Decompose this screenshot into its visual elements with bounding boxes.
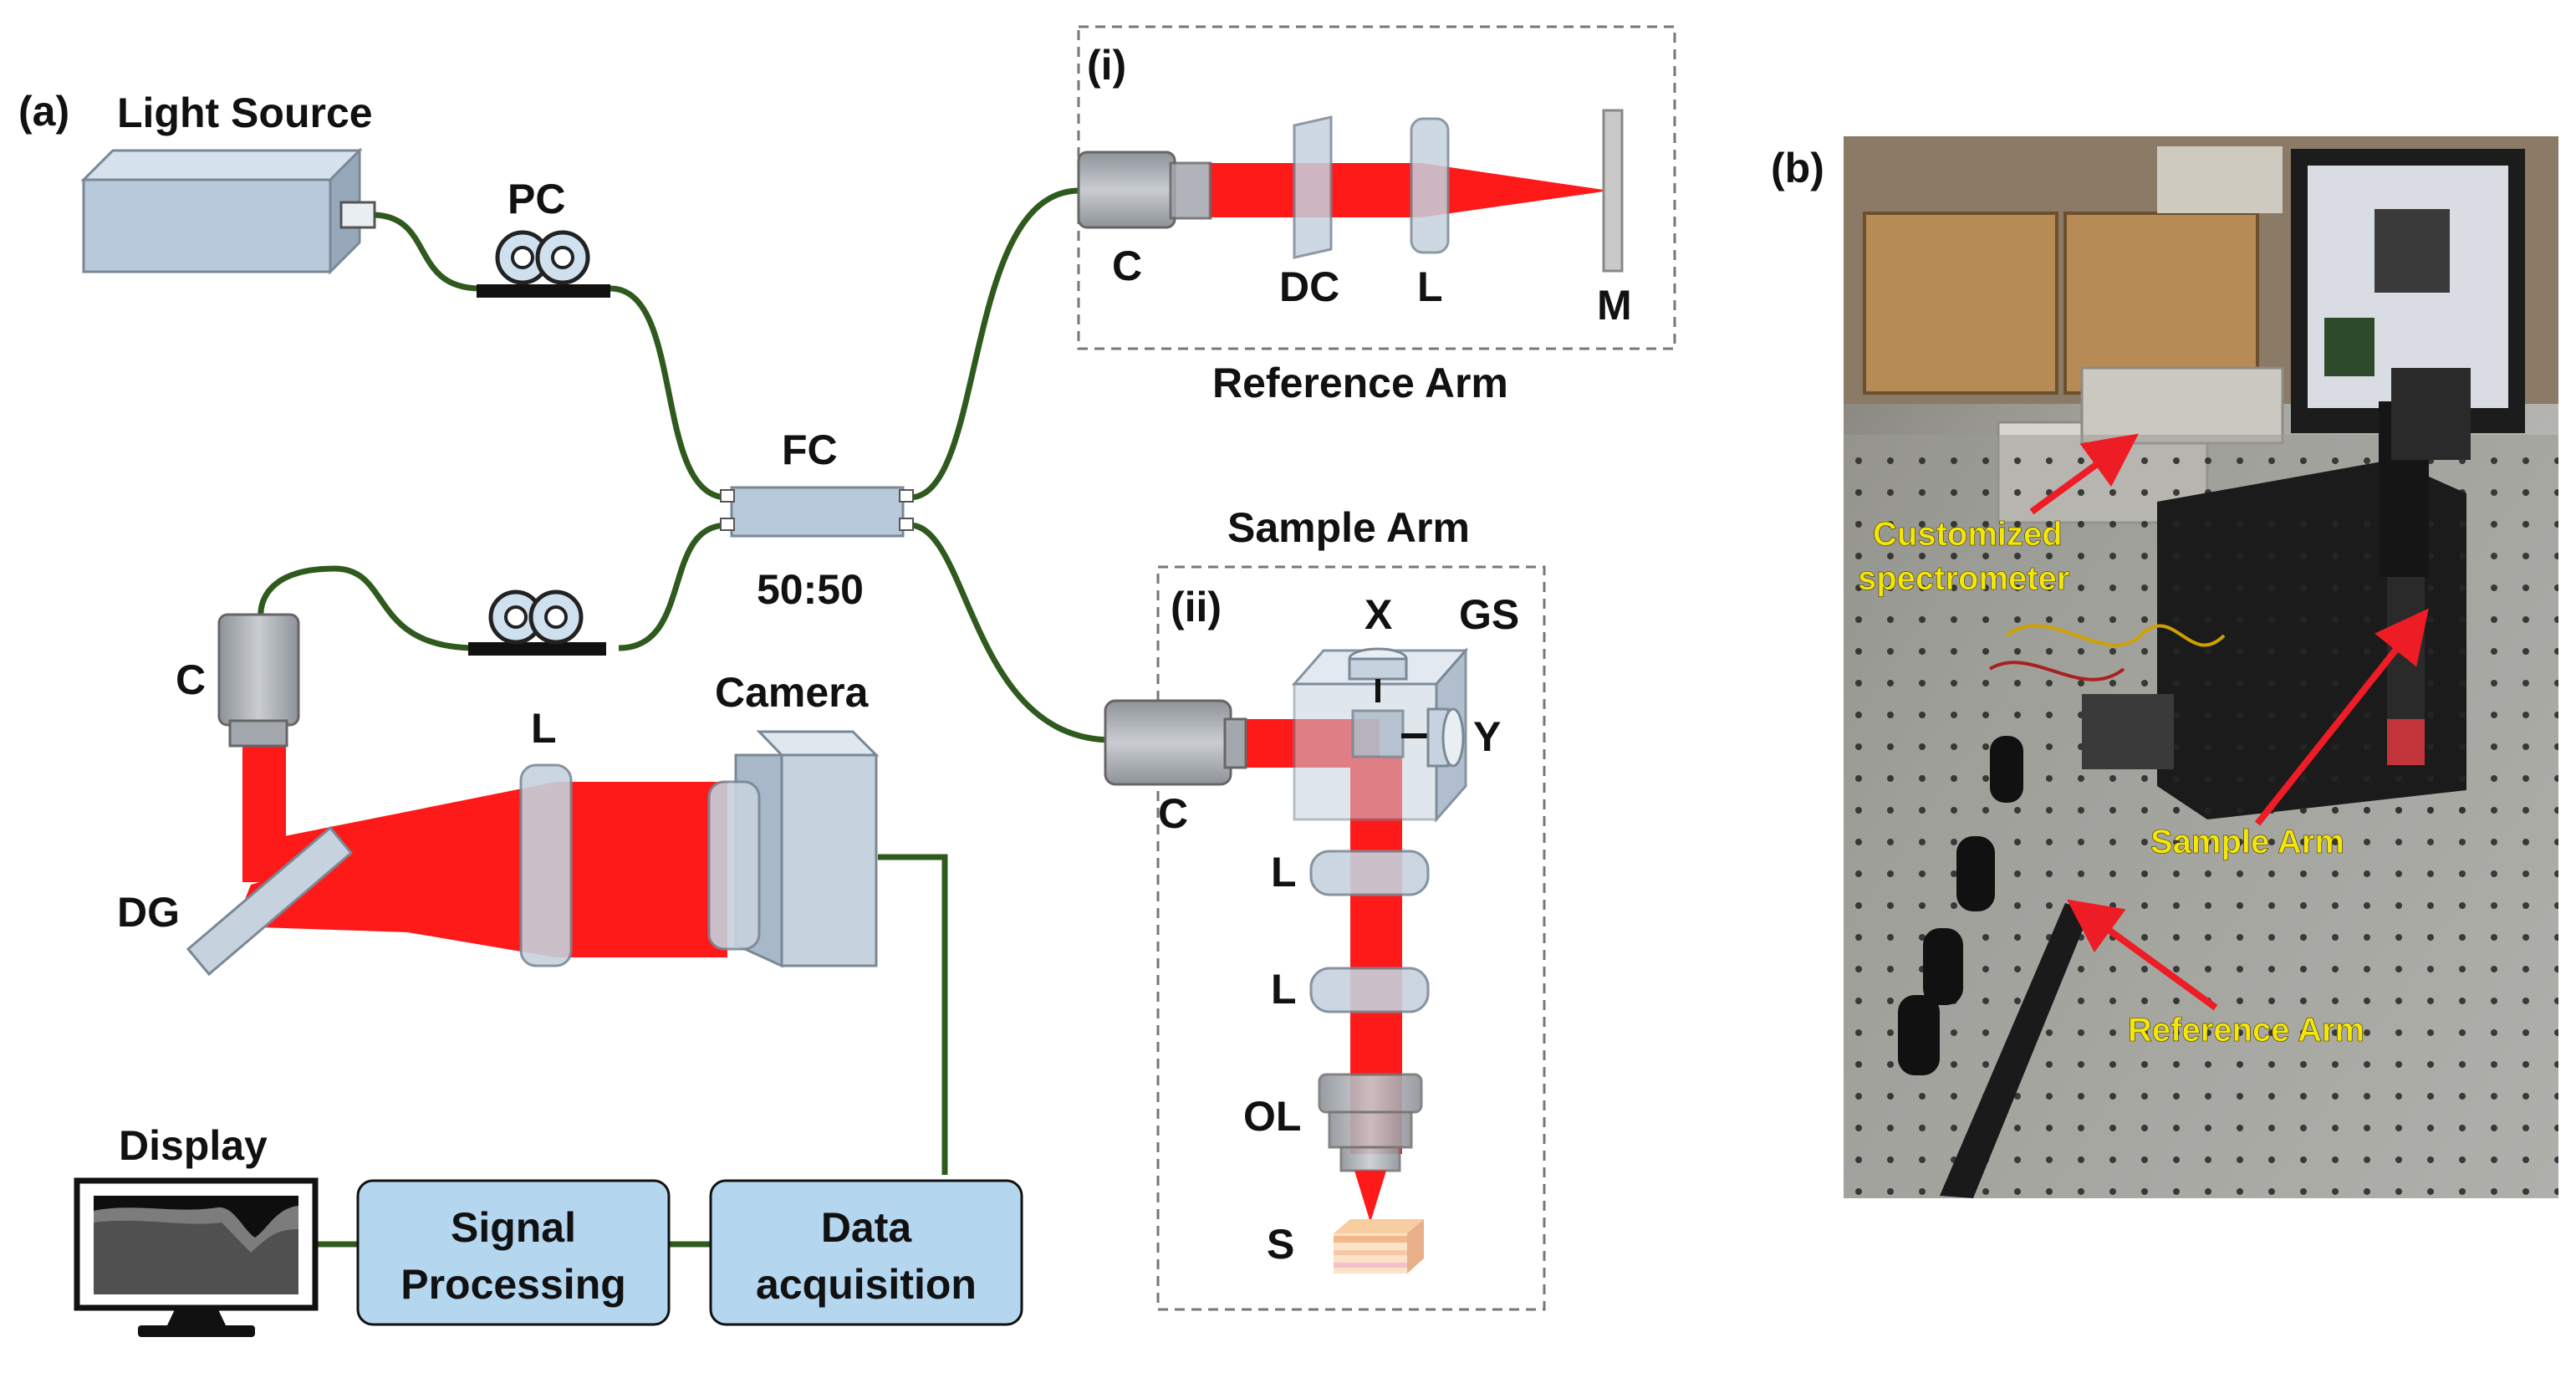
sample-lens-1-label: L	[1271, 849, 1297, 896]
reference-arm-label: Reference Arm	[1212, 360, 1508, 406]
signal-processing-line1: Signal	[451, 1204, 576, 1251]
coupler-ratio-label: 50:50	[757, 566, 864, 613]
spectrometer	[186, 613, 880, 977]
light-source	[80, 147, 376, 275]
sample-arm-box	[1156, 565, 1546, 1311]
panel-b-tag: (b)	[1771, 145, 1824, 191]
reference-arm-optics	[1077, 109, 1624, 273]
reference-lens-label: L	[1417, 263, 1443, 310]
light-source-label: Light Source	[117, 89, 373, 136]
display-monitor	[74, 1177, 319, 1337]
reference-box-tag: (i)	[1087, 42, 1126, 89]
sample-tissue	[1334, 1219, 1424, 1273]
camera-label: Camera	[715, 669, 870, 716]
photo-sample-arm-label: Sample Arm	[2150, 824, 2344, 860]
sample-lens-2-label: L	[1271, 966, 1297, 1013]
signal-processing-line2: Processing	[400, 1261, 626, 1308]
pc-label: PC	[508, 176, 565, 222]
polarization-controller-1	[477, 230, 610, 298]
signal-processing-box: Signal Processing	[356, 1179, 671, 1326]
galvo-x-label: X	[1365, 591, 1392, 638]
data-acquisition-box: Data acquisition	[709, 1179, 1023, 1326]
spectrometer-lens-label: L	[531, 705, 557, 752]
galvo-scanner-label: GS	[1459, 591, 1519, 638]
fc-label: FC	[782, 426, 838, 473]
polarization-controller-2	[468, 590, 606, 656]
data-acquisition-line1: Data	[821, 1204, 913, 1251]
data-acquisition-line2: acquisition	[756, 1261, 977, 1308]
dispersion-compensator-label: DC	[1279, 263, 1339, 310]
panel-a-tag: (a)	[18, 88, 69, 135]
sample-arm-label: Sample Arm	[1227, 504, 1470, 551]
customized-spectrometer-label-2: spectrometer	[1858, 560, 2069, 597]
spectrometer-collimator-label: C	[176, 656, 206, 703]
diffraction-grating-label: DG	[117, 889, 180, 936]
sample-collimator-label: C	[1158, 790, 1188, 837]
customized-spectrometer-label-1: Customized	[1873, 516, 2063, 553]
mirror-label: M	[1597, 282, 1632, 329]
galvo-scanner	[1291, 647, 1469, 823]
camera	[707, 730, 880, 968]
galvo-y-label: Y	[1473, 713, 1501, 760]
photo-reference-arm-label: Reference Arm	[2128, 1012, 2364, 1049]
sample-arm-optics	[1104, 647, 1469, 1273]
setup-photograph	[1844, 136, 2558, 1198]
fiber-coupler	[720, 486, 914, 538]
reference-collimator-label: C	[1112, 242, 1142, 289]
sample-label: S	[1267, 1221, 1294, 1268]
objective-lens-label: OL	[1243, 1093, 1301, 1140]
display-label: Display	[119, 1122, 268, 1169]
sample-box-tag: (ii)	[1171, 584, 1222, 630]
photo-annotations	[2029, 433, 2429, 1011]
optical-fibers	[258, 187, 1113, 1248]
